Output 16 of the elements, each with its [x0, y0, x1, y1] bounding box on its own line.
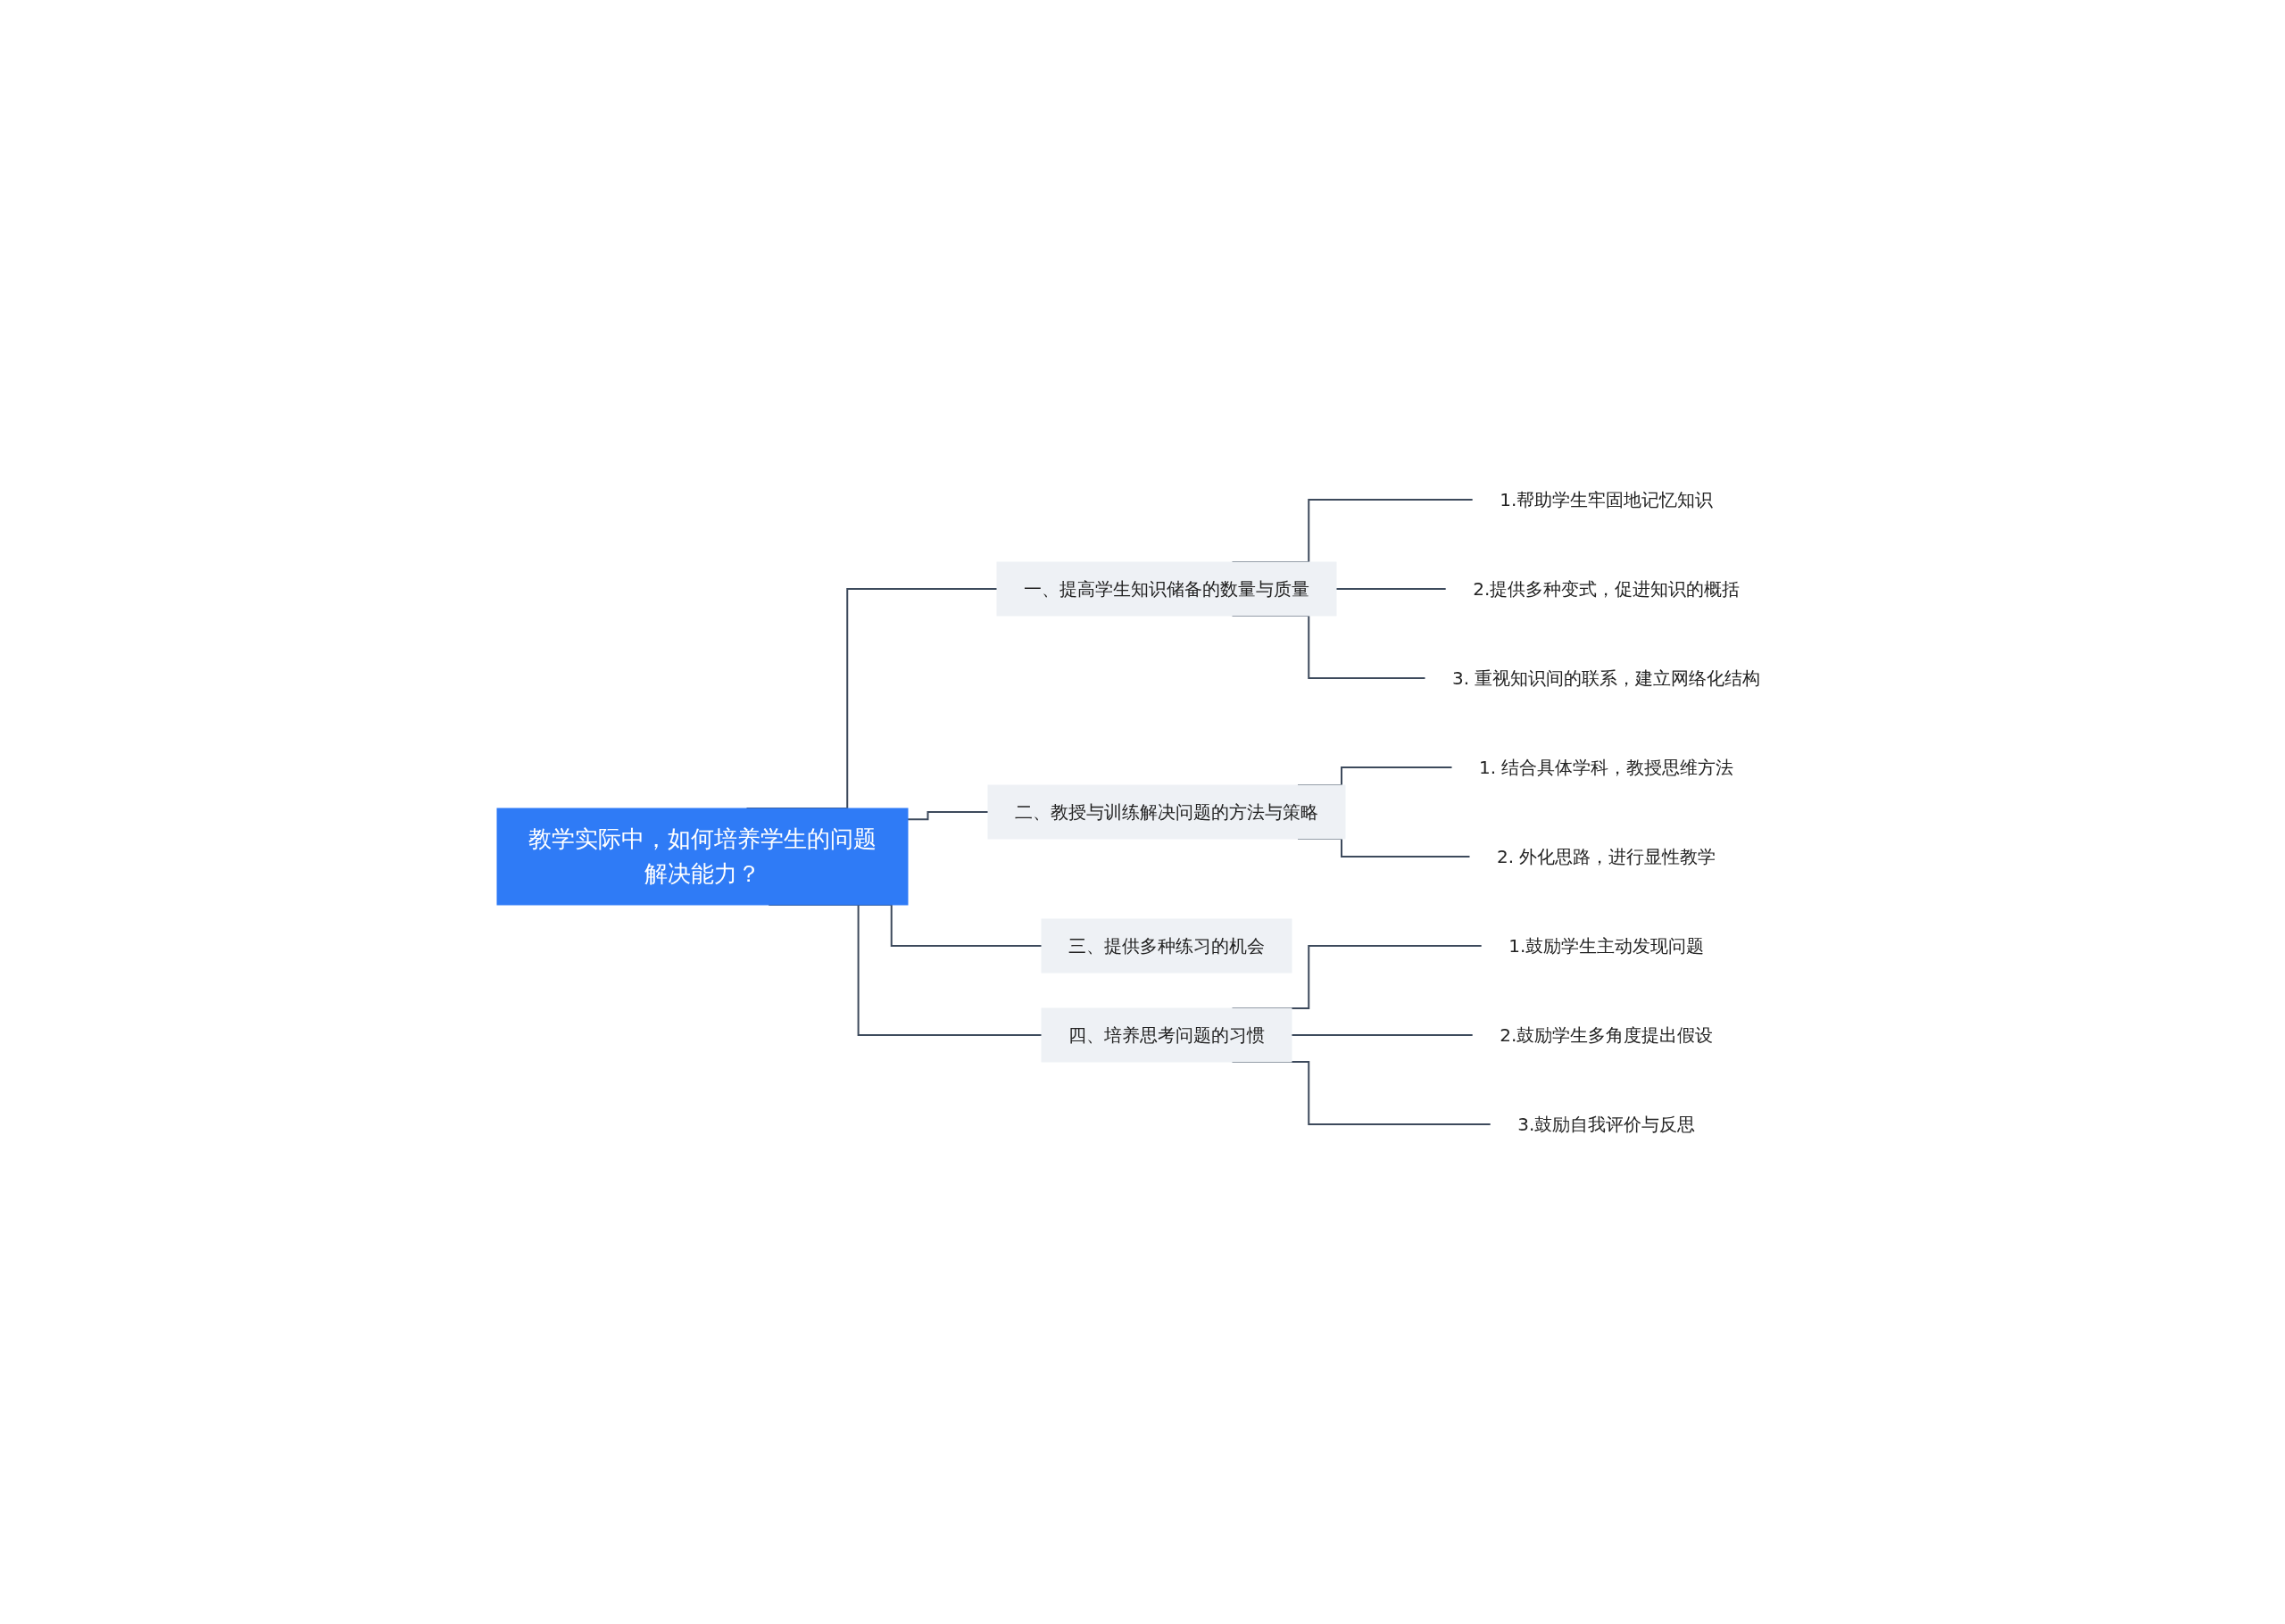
- node-box: 教学实际中，如何培养学生的问题解决能力？: [496, 808, 909, 906]
- node-text: 1. 结合具体学科，教授思维方法: [1479, 757, 1734, 778]
- node-text: 1.鼓励学生主动发现问题: [1508, 935, 1705, 957]
- node-text: 1.帮助学生牢固地记忆知识: [1500, 489, 1714, 510]
- node-box: 二、教授与训练解决问题的方法与策略: [987, 784, 1346, 840]
- node-box: 四、培养思考问题的习惯: [1041, 1007, 1292, 1063]
- node-box: 三、提供多种练习的机会: [1041, 918, 1292, 974]
- connector: [1291, 1034, 1475, 1036]
- connector: [907, 811, 990, 821]
- connector: [1335, 588, 1448, 590]
- node-text: 3. 重视知识间的联系，建立网络化结构: [1452, 667, 1761, 689]
- node-text: 2. 外化思路，进行显性教学: [1497, 846, 1716, 867]
- node-box: 一、提高学生知识储备的数量与质量: [996, 561, 1337, 617]
- node-text: 2.提供多种变式，促进知识的概括: [1473, 578, 1741, 600]
- node-text: 3.鼓励自我评价与反思: [1517, 1114, 1696, 1135]
- node-text: 2.鼓励学生多角度提出假设: [1500, 1024, 1714, 1046]
